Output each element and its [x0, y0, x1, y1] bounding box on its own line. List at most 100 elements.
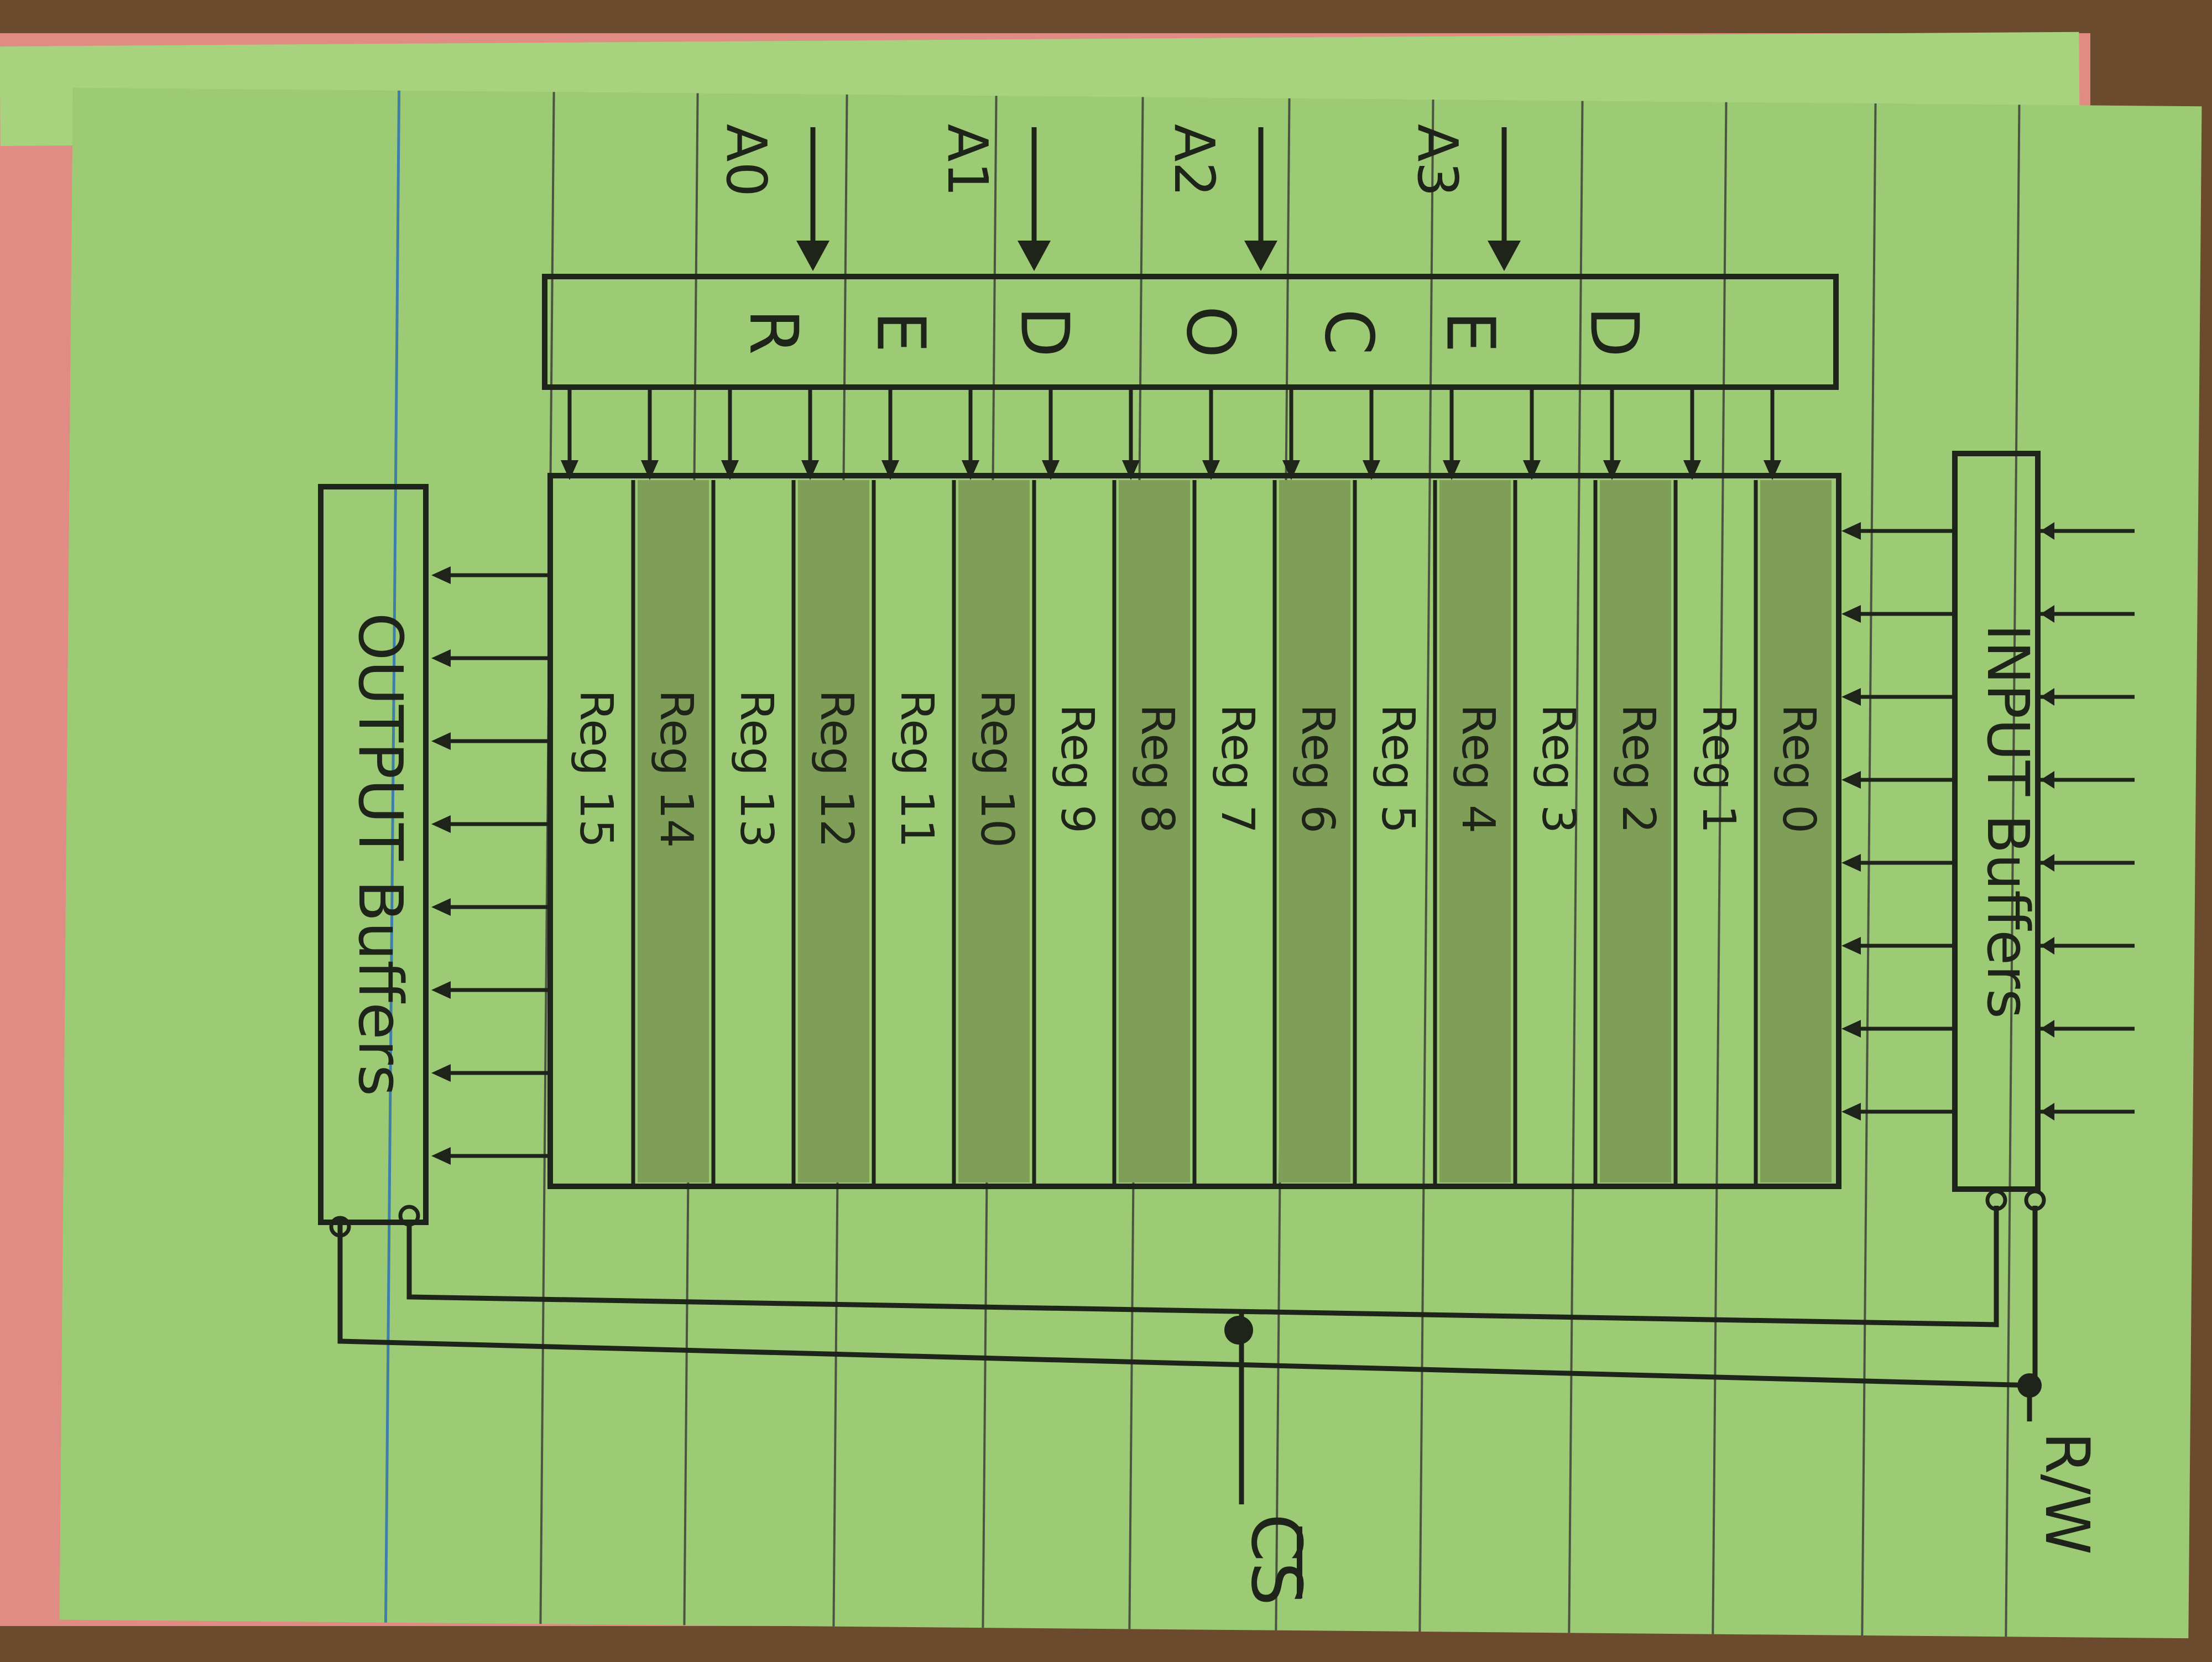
output-buffer-arrows — [431, 566, 547, 1165]
register-label: Reg 0 — [1772, 704, 1825, 833]
register-label: Reg 6 — [1291, 704, 1344, 833]
decoder-letter: C — [1310, 309, 1386, 355]
arrowhead — [1244, 241, 1277, 271]
junction-dot — [1224, 1316, 1253, 1345]
register-label: Reg 5 — [1371, 704, 1424, 833]
ruled-line — [2005, 105, 2021, 1637]
arrowhead — [2041, 605, 2054, 623]
register-block — [547, 473, 1841, 1189]
arrowhead — [431, 649, 451, 667]
arrowhead — [1841, 605, 1861, 623]
register-shade — [1439, 480, 1511, 1182]
register-shade — [1760, 480, 1832, 1182]
output-buffer-label: OUTPUT Buffers — [345, 613, 416, 1096]
decoder-output-arrows — [561, 390, 1781, 480]
arrowhead — [2041, 937, 2054, 955]
margin-line — [384, 90, 401, 1623]
arrowhead — [2041, 1103, 2054, 1121]
arrowhead — [1841, 854, 1861, 872]
arrowhead — [1841, 1103, 1861, 1121]
decoder-letter: D — [1575, 306, 1652, 357]
register-shade — [1600, 480, 1671, 1182]
arrowhead — [1841, 688, 1861, 706]
arrowhead — [962, 460, 979, 480]
read-write-label: R/W — [2032, 1432, 2103, 1555]
register-label: Reg 1 — [1692, 704, 1745, 833]
register-label: Reg 9 — [1051, 704, 1103, 833]
arrowhead — [801, 460, 819, 480]
input-buffer-label: INPUT Buffers — [1974, 624, 2042, 1019]
register-label: Reg 8 — [1131, 704, 1183, 833]
arrowhead — [1764, 460, 1781, 480]
arrowhead — [881, 460, 899, 480]
arrowhead — [1122, 460, 1140, 480]
arrowhead — [1282, 460, 1300, 480]
arrowhead — [561, 460, 578, 480]
address-inputs: A0 A1 A2 A3 — [714, 124, 1521, 271]
arrowhead — [431, 1147, 451, 1165]
decoder-letter: D — [1005, 306, 1082, 357]
decoder-letter: E — [1431, 311, 1508, 353]
address-input-label: A1 — [935, 124, 1000, 197]
decoder-letter: R — [734, 309, 811, 355]
buffer-pin — [1985, 1189, 2007, 1211]
decoder-letter: O — [1171, 306, 1248, 358]
arrowhead — [1683, 460, 1701, 480]
buffer-pin — [329, 1216, 351, 1238]
arrowhead — [431, 1064, 451, 1082]
address-input-label: A0 — [714, 124, 779, 197]
register-shade — [638, 480, 709, 1182]
ruled-line — [1418, 100, 1434, 1632]
arrowhead — [1841, 771, 1861, 789]
arrowhead — [431, 732, 451, 750]
arrowhead — [1363, 460, 1380, 480]
arrowhead — [1042, 460, 1060, 480]
register-shade — [958, 480, 1030, 1182]
arrowhead — [1443, 460, 1460, 480]
arrowhead — [431, 566, 451, 584]
register-shade — [798, 480, 869, 1182]
arrowhead — [431, 815, 451, 833]
register-shade — [1119, 480, 1190, 1182]
arrowhead — [1202, 460, 1220, 480]
arrowhead — [2041, 771, 2054, 789]
arrowhead — [1523, 460, 1541, 480]
output-buffer-box — [318, 484, 429, 1225]
junction-dot — [2017, 1373, 2042, 1398]
register-label: Reg 14 — [650, 690, 702, 848]
register-label: Reg 2 — [1612, 704, 1665, 833]
arrowhead — [641, 460, 659, 480]
chip-select-label: CS — [1236, 1514, 1316, 1606]
register-label: Reg 10 — [971, 690, 1023, 848]
register-label: Reg 4 — [1452, 704, 1504, 833]
input-buffer-box — [1952, 451, 2041, 1192]
register-label: Reg 13 — [730, 690, 782, 848]
register-label: Reg 3 — [1532, 704, 1584, 833]
arrowhead — [431, 981, 451, 999]
ruled-line — [1568, 101, 1584, 1633]
arrowhead — [1018, 241, 1051, 271]
arrowhead — [1841, 1020, 1861, 1038]
arrowhead — [431, 898, 451, 916]
arrowhead — [2041, 688, 2054, 706]
arrowhead — [1488, 241, 1521, 271]
arrowhead — [721, 460, 739, 480]
decoder-box — [542, 274, 1839, 390]
register-label: Reg 11 — [890, 690, 943, 848]
control-wiring — [337, 1206, 2038, 1504]
buffer-pin — [398, 1205, 420, 1227]
register-shade — [1279, 480, 1350, 1182]
address-input-label: A3 — [1405, 124, 1470, 197]
address-input-label: A2 — [1162, 124, 1227, 197]
register-label: Reg 15 — [570, 690, 622, 848]
arrowhead — [2041, 854, 2054, 872]
ruled-line — [539, 92, 555, 1624]
arrowhead — [2041, 522, 2054, 540]
arrowhead — [1603, 460, 1621, 480]
arrowhead — [1841, 522, 1861, 540]
register-label: Reg 7 — [1211, 704, 1264, 833]
